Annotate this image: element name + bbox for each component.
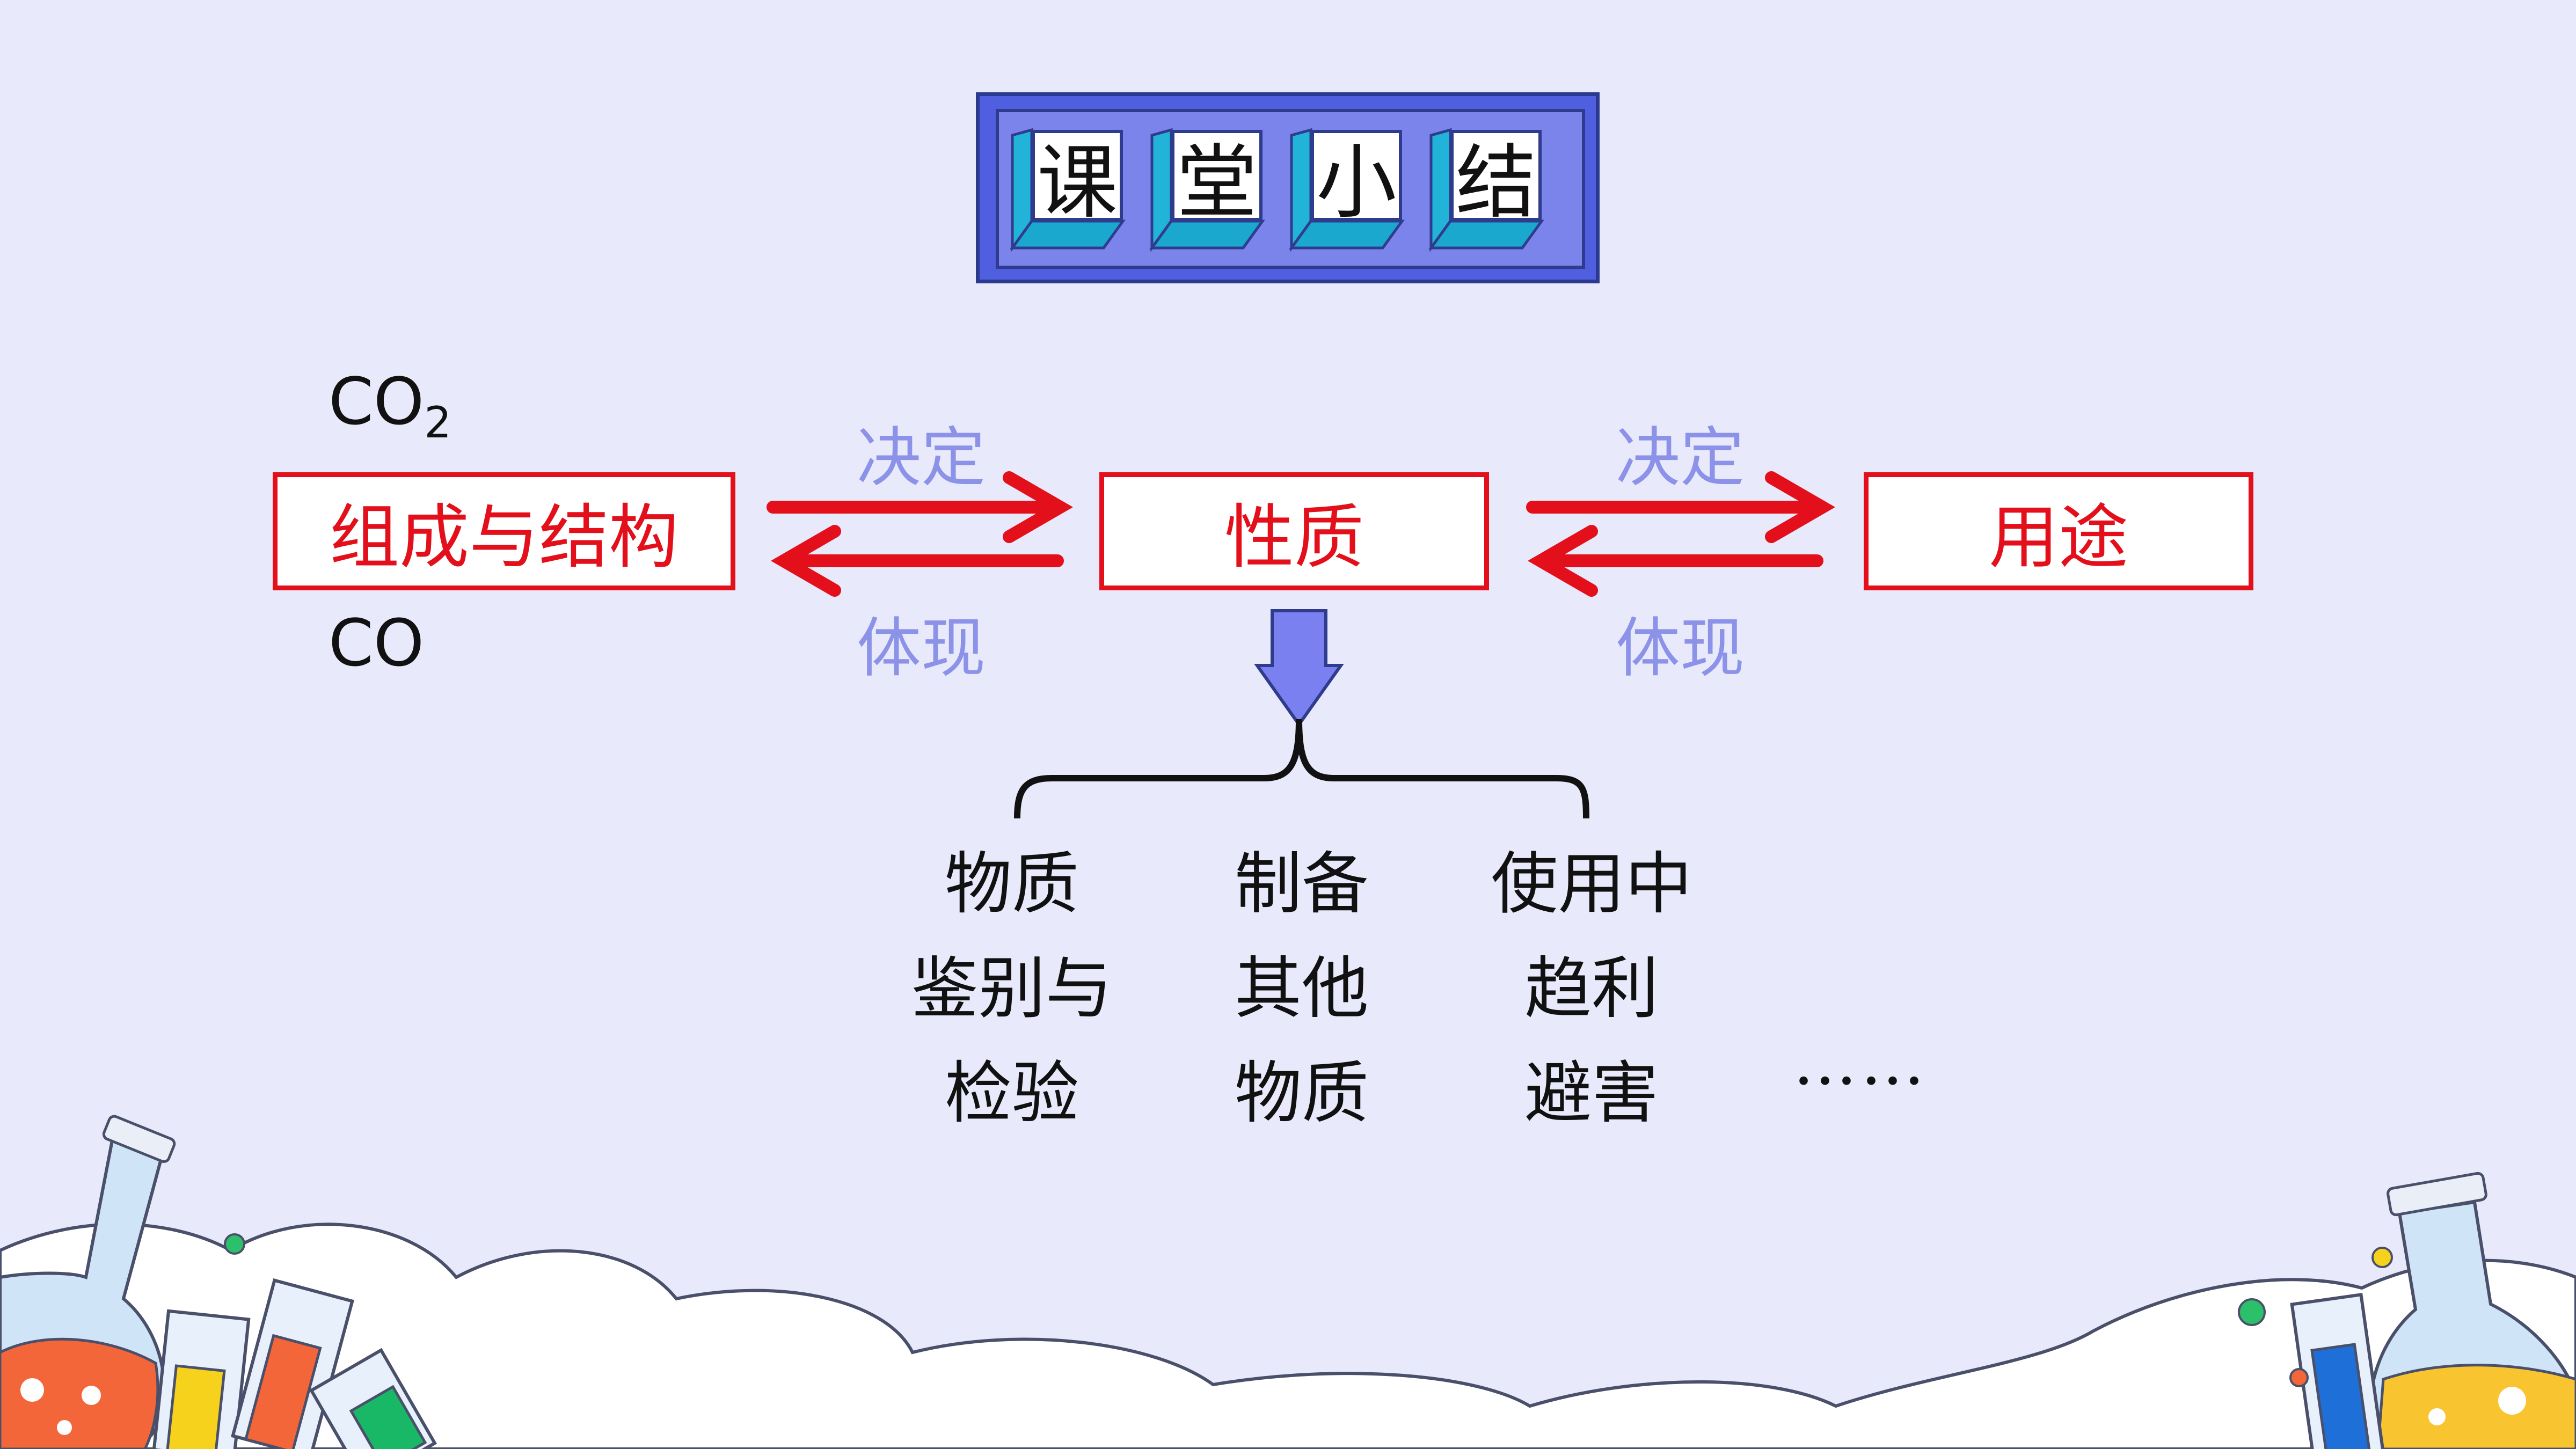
branch-usage: 使用中 趋利 避害 — [1452, 832, 1731, 1146]
right-backward-arrow — [1528, 525, 1823, 597]
right-bottom-label: 体现 — [1616, 611, 1745, 686]
co-label: CO — [329, 606, 425, 681]
branch-line: 检验 — [945, 1055, 1079, 1132]
bubble-red-icon — [2289, 1368, 2309, 1387]
branch-line: 物质 — [945, 845, 1079, 923]
branch-line: 其他 — [1235, 950, 1369, 1028]
bubble-yellow-icon — [2371, 1247, 2393, 1268]
branch-line: 趋利 — [1524, 950, 1659, 1028]
cloud-shape — [0, 1223, 2576, 1449]
co2-subscript: 2 — [424, 398, 452, 448]
title-tile-2: 堂 — [1149, 119, 1269, 259]
tile-3d-edge — [1428, 128, 1544, 252]
test-tube-right-icon — [2290, 1293, 2385, 1449]
flask-left-icon — [0, 1115, 176, 1449]
title-tile-1: 课 — [1009, 119, 1129, 259]
branch-identification: 物质 鉴别与 检验 — [872, 832, 1151, 1146]
tile-3d-edge — [1010, 128, 1126, 252]
ellipsis-text: …… — [1793, 1025, 1928, 1100]
branch-line: 避害 — [1524, 1055, 1659, 1132]
branch-preparation: 制备 其他 物质 — [1162, 832, 1441, 1146]
title-char: 结 — [1450, 130, 1542, 230]
branch-line: 鉴别与 — [911, 950, 1113, 1028]
bubble-green-right-icon — [2238, 1298, 2266, 1326]
co2-label: CO2 — [329, 365, 451, 448]
flask-right-icon — [2367, 1172, 2576, 1449]
right-top-label: 决定 — [1616, 421, 1745, 495]
tile-3d-edge — [1149, 128, 1265, 252]
test-tubes-left-icon — [152, 1278, 437, 1449]
left-backward-arrow — [771, 525, 1064, 597]
co2-base: CO — [329, 365, 425, 440]
left-forward-arrow — [767, 471, 1073, 543]
brace-shape — [1014, 719, 1589, 819]
left-top-label: 决定 — [857, 421, 986, 495]
branch-line: 使用中 — [1491, 845, 1692, 923]
title-tile-3: 小 — [1288, 119, 1409, 259]
title-char: 堂 — [1171, 130, 1263, 230]
bubble-green-icon — [224, 1233, 245, 1255]
title-char: 课 — [1032, 130, 1123, 230]
tile-3d-edge — [1289, 128, 1405, 252]
right-forward-arrow — [1526, 471, 1835, 543]
property-box: 性质 — [1099, 472, 1489, 590]
usage-box: 用途 — [1864, 472, 2253, 590]
left-bottom-label: 体现 — [857, 611, 986, 686]
composition-box: 组成与结构 — [273, 472, 735, 590]
branch-line: 物质 — [1235, 1055, 1369, 1132]
down-arrow-icon — [1254, 609, 1344, 728]
title-tile-4: 结 — [1428, 119, 1548, 259]
branch-line: 制备 — [1235, 845, 1369, 923]
title-char: 小 — [1311, 130, 1402, 230]
